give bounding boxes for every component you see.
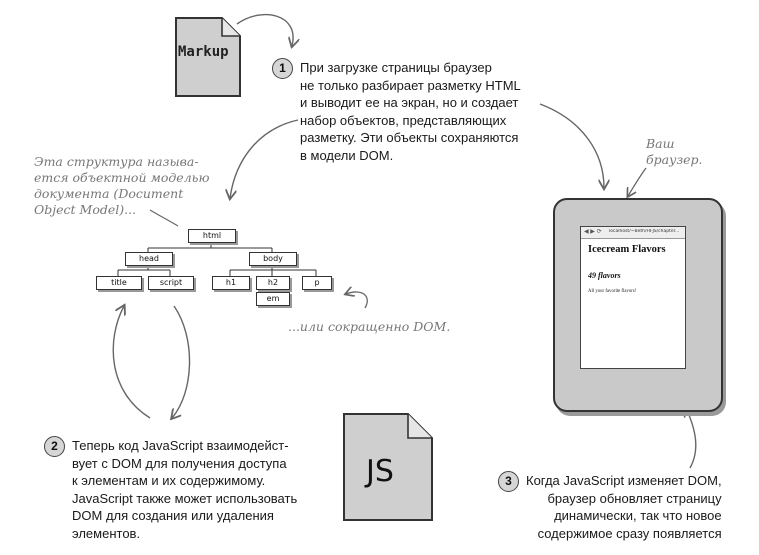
browser-url: localhost/~Beth/HFJS/chapter... <box>609 229 680 234</box>
tree-node-html: html <box>188 229 236 243</box>
step1-text: При загрузке страницы браузер не только … <box>300 59 521 164</box>
step2-line: вует с DOM для получения доступа <box>72 455 287 471</box>
arrow-note-dom <box>149 209 179 227</box>
document-icon <box>175 17 241 97</box>
step1-line: не только разбирает разметку HTML <box>300 77 521 93</box>
step3-text: Когда JavaScript изменяет DOM, браузер о… <box>526 472 722 542</box>
arrow-js-to-dom <box>112 306 151 419</box>
tree-node-script: script <box>148 276 194 290</box>
step1-line: набор объектов, представляющих <box>300 112 507 128</box>
note-line: Эта структура называ- <box>34 154 199 169</box>
tree-node-h2: h2 <box>256 276 290 290</box>
arrow-dom-to-js <box>172 305 191 418</box>
browser-page-subheading: 49 flavors <box>588 271 621 280</box>
step3-line: Когда JavaScript изменяет DOM, <box>526 473 722 488</box>
markup-label: Markup <box>178 44 229 60</box>
tree-node-p: p <box>302 276 332 290</box>
note-dom-description: Эта структура называ- ется объектной мод… <box>34 154 209 218</box>
step2-line: DOM для создания или удаления <box>72 508 274 523</box>
note-line: браузер. <box>646 152 703 167</box>
arrow-step1-to-browser <box>539 103 604 188</box>
step2-text: Теперь код JavaScript взаимодейст- вует … <box>72 437 297 542</box>
js-label: JS <box>366 454 394 489</box>
markup-document: Markup <box>172 14 244 100</box>
arrow-step1-to-tree <box>230 119 299 198</box>
note-line: документа (Document <box>34 186 184 201</box>
tree-node-em: em <box>256 292 290 306</box>
step2-line: к элементам и их содержимому. <box>72 473 266 488</box>
arrow-note-browser <box>628 167 647 196</box>
step2-line: Теперь код JavaScript взаимодейст- <box>72 438 289 453</box>
browser-nav-icon: ◀ ▶ ⟳ <box>584 229 602 235</box>
tree-node-head: head <box>125 252 173 266</box>
tree-node-body: body <box>249 252 297 266</box>
step2-line: элементов. <box>72 525 141 541</box>
arrow-note-short <box>346 292 368 309</box>
browser-page-heading: Icecream Flavors <box>588 244 666 255</box>
js-document: JS <box>340 410 436 524</box>
tree-node-h1: h1 <box>212 276 250 290</box>
note-line: Object Model)... <box>34 202 137 217</box>
step3-line: содержимое сразу появляется <box>537 525 722 541</box>
tree-connectors <box>117 242 317 292</box>
document-icon <box>343 413 433 521</box>
step1-line: в модели DOM. <box>300 147 394 163</box>
step1-line: разметку. Эти объекты сохраняются <box>300 130 519 145</box>
note-browser: Ваш браузер. <box>646 136 703 168</box>
step3-number: 3 <box>498 471 519 492</box>
step3-line: браузер обновляет страницу <box>547 490 722 506</box>
note-line: ется объектной моделью <box>34 170 210 185</box>
tree-node-title: title <box>96 276 142 290</box>
step3-line: динамически, так что новое <box>554 508 722 523</box>
step1-number: 1 <box>272 58 293 79</box>
browser-toolbar: ◀ ▶ ⟳ localhost/~Beth/HFJS/chapter... <box>581 227 685 239</box>
step1-line: и выводит ее на экран, но и создает <box>300 95 519 110</box>
arrow-step3-to-browser <box>686 408 697 469</box>
note-line: Ваш <box>646 136 675 151</box>
browser-window: ◀ ▶ ⟳ localhost/~Beth/HFJS/chapter... Ic… <box>580 226 686 369</box>
browser-page-text: All your favorite flavors! <box>588 289 637 294</box>
step1-line: При загрузке страницы браузер <box>300 60 492 75</box>
note-short-dom: ...или сокращенно DOM. <box>288 319 451 334</box>
step2-number: 2 <box>44 436 65 457</box>
step2-line: JavaScript также может использовать <box>72 490 298 506</box>
arrow-markup-to-step1 <box>236 13 293 46</box>
